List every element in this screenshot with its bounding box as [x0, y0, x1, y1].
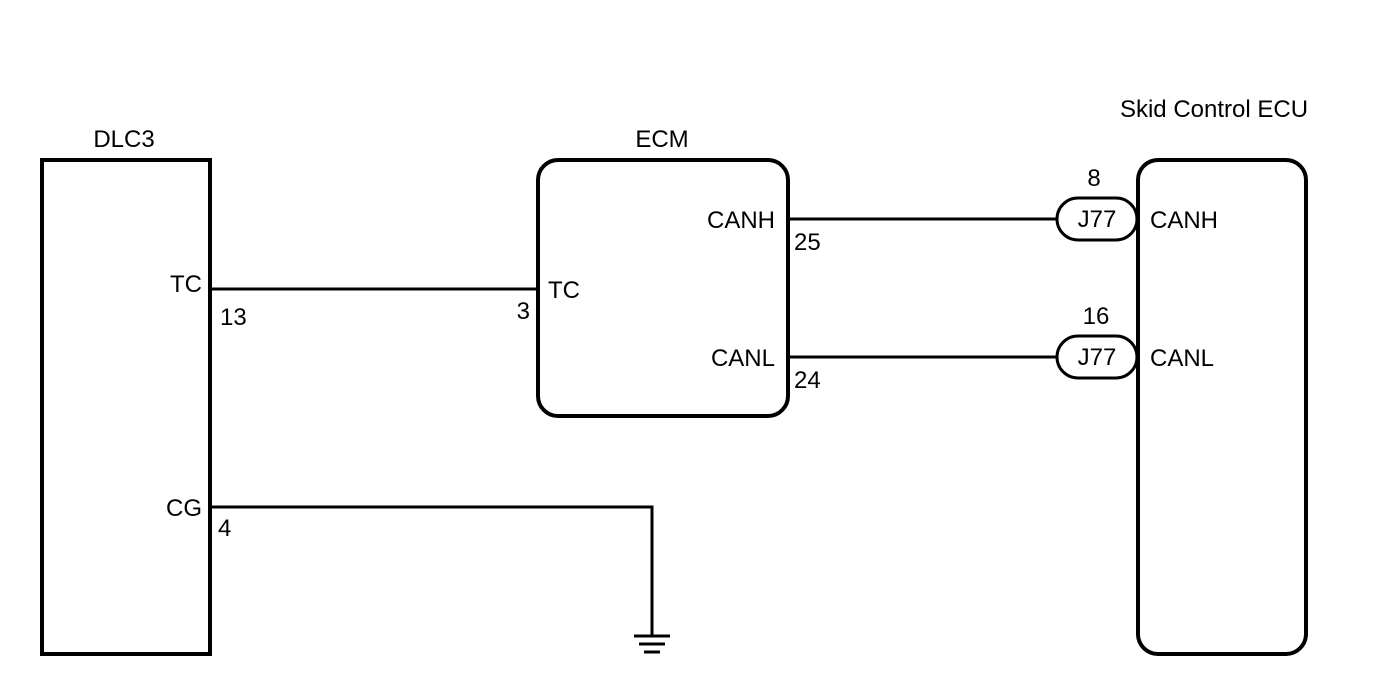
- ground-icon: [634, 634, 670, 654]
- connector-j77-canh-label: J77: [1078, 206, 1117, 233]
- skid-control-ecu-box: [1136, 158, 1308, 656]
- ecm-canl-label: CANL: [711, 345, 775, 372]
- connector-j77-canl: [1055, 334, 1139, 380]
- ecm-tc-label: TC: [548, 277, 580, 304]
- skid-canh-label: CANH: [1150, 207, 1218, 234]
- dlc3-title: DLC3: [93, 126, 154, 153]
- dlc3-tc-pin: 13: [220, 304, 247, 331]
- skid-canl-pin: 16: [1083, 303, 1110, 330]
- ecm-canh-label: CANH: [707, 207, 775, 234]
- ecm-canl-pin: 24: [794, 367, 821, 394]
- ecm-title: ECM: [635, 126, 688, 153]
- ecm-canh-pin: 25: [794, 229, 821, 256]
- dlc3-cg-label: CG: [166, 495, 202, 522]
- dlc3-box: [40, 158, 212, 656]
- dlc3-cg-pin: 4: [218, 515, 231, 542]
- connector-j77-canh: [1055, 196, 1139, 242]
- ecm-tc-pin: 3: [517, 298, 530, 325]
- skid-canl-label: CANL: [1150, 345, 1214, 372]
- skid-canh-pin: 8: [1087, 165, 1100, 192]
- wire-cg: [210, 505, 654, 636]
- dlc3-tc-label: TC: [170, 271, 202, 298]
- skid-control-ecu-title: Skid Control ECU: [1120, 96, 1308, 123]
- connector-j77-canl-label: J77: [1078, 344, 1117, 371]
